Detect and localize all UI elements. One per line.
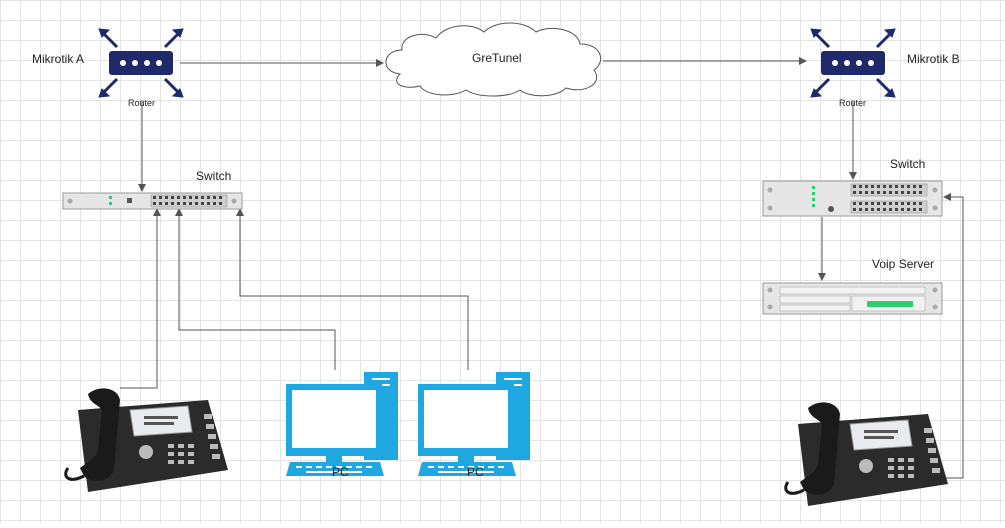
pc-1-label: PC [332,465,349,479]
switch-b-label: Switch [890,157,925,171]
pc-2-label: PC [467,465,484,479]
pc-2: PC [418,372,530,479]
link-phone-b-to-switch-b [943,193,964,479]
router-b-name: Mikrotik B [907,52,960,66]
router-b: Mikrotik B Router [809,27,960,108]
pc-1: PC [286,372,398,479]
tunnel-label: GreTunel [472,51,522,65]
ip-phone-b [784,400,950,508]
connectors [120,57,964,479]
router-icon [97,27,185,99]
pc-icon [286,372,398,476]
ip-phone-a [64,386,230,494]
switch-b: Switch [762,157,943,217]
switch-a-label: Switch [196,169,231,183]
ip-phone-icon [64,386,230,494]
switch-a: Switch [62,169,243,210]
server-icon [762,282,943,315]
cloud-icon [385,22,602,97]
ip-phone-icon [784,400,950,508]
pc-icon [418,372,530,476]
voip-server-label: Voip Server [872,257,934,271]
link-pc-1-to-switch-a [175,208,336,370]
router-a: Mikrotik A Router [32,27,185,108]
tunnel-cloud: GreTunel [385,22,602,97]
router-icon [809,27,897,99]
switch-icon [762,180,943,217]
link-pc-2-to-switch-a [236,208,469,370]
voip-server: Voip Server [762,257,943,315]
router-b-type-label: Router [839,98,866,108]
link-phone-a-to-switch-a [120,208,161,389]
router-a-type-label: Router [128,98,155,108]
router-a-name: Mikrotik A [32,52,84,66]
switch-icon [62,192,243,210]
